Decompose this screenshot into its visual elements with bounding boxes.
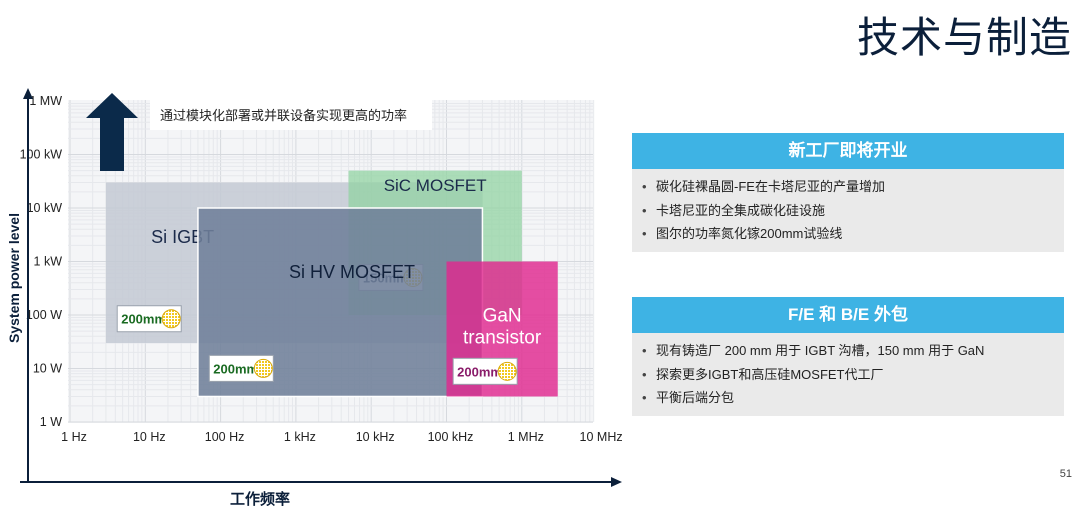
wafer-size-label: 200mm: [213, 361, 258, 376]
y-tick-label: 10 kW: [27, 201, 63, 215]
wafer-icon: [253, 358, 273, 378]
y-axis-title: System power level: [6, 213, 22, 343]
x-axis-title: 工作频率: [229, 491, 290, 508]
y-tick-label: 1 MW: [29, 94, 62, 108]
wafer-icon: [161, 309, 181, 329]
up-arrow-icon: [86, 93, 138, 171]
wafer-size-label: 200mm: [121, 312, 166, 327]
y-tick-label: 100 kW: [20, 148, 63, 162]
list-item: 卡塔尼亚的全集成碳化硅设施: [642, 199, 1052, 223]
panel-body: 碳化硅裸晶圆-FE在卡塔尼亚的产量增加 卡塔尼亚的全集成碳化硅设施 图尔的功率氮…: [632, 169, 1064, 252]
arrow-note: 通过模块化部署或并联设备实现更高的功率: [160, 108, 407, 124]
panel-outsourcing: F/E 和 B/E 外包 现有铸造厂 200 mm 用于 IGBT 沟槽，150…: [632, 297, 1064, 416]
x-tick-label: 1 MHz: [508, 430, 544, 444]
x-tick-label: 100 kHz: [428, 430, 474, 444]
list-item: 平衡后端分包: [642, 386, 1052, 410]
x-tick-label: 1 Hz: [61, 430, 87, 444]
list-item: 图尔的功率氮化镓200mm试验线: [642, 222, 1052, 246]
x-axis-arrowhead: [611, 477, 622, 487]
y-tick-label: 10 W: [33, 362, 62, 376]
panel-body: 现有铸造厂 200 mm 用于 IGBT 沟槽，150 mm 用于 GaN 探索…: [632, 333, 1064, 416]
x-tick-label: 10 Hz: [133, 430, 166, 444]
list-item: 碳化硅裸晶圆-FE在卡塔尼亚的产量增加: [642, 175, 1052, 199]
region-label: Si HV MOSFET: [289, 262, 415, 282]
x-tick-label: 10 MHz: [580, 430, 623, 444]
y-tick-label: 1 kW: [34, 255, 63, 269]
wafer-icon: [497, 361, 517, 381]
axis-ticks: 1 W 10 W 100 W 1 kW 10 kW 100 kW 1 MW 1 Hz 10 Hz…: [20, 94, 623, 444]
arrow-note-box: [150, 100, 432, 130]
list-item: 现有铸造厂 200 mm 用于 IGBT 沟槽，150 mm 用于 GaN: [642, 339, 1052, 363]
page-title: 技术与制造: [856, 13, 1072, 62]
panel-header: 新工厂即将开业: [632, 133, 1064, 169]
region-label: SiC MOSFET: [384, 176, 487, 195]
page-number: 51: [1059, 468, 1072, 480]
x-tick-label: 1 kHz: [284, 430, 316, 444]
panel-new-fabs: 新工厂即将开业 碳化硅裸晶圆-FE在卡塔尼亚的产量增加 卡塔尼亚的全集成碳化硅设…: [632, 133, 1064, 252]
wafer-size-label: 200mm: [457, 364, 502, 379]
x-tick-label: 10 kHz: [356, 430, 395, 444]
y-axis-arrowhead: [23, 88, 33, 99]
list-item: 探索更多IGBT和高压硅MOSFET代工厂: [642, 363, 1052, 387]
y-tick-label: 1 W: [40, 415, 62, 429]
y-tick-label: 100 W: [26, 308, 62, 322]
x-tick-label: 100 Hz: [205, 430, 245, 444]
panel-header: F/E 和 B/E 外包: [632, 297, 1064, 333]
